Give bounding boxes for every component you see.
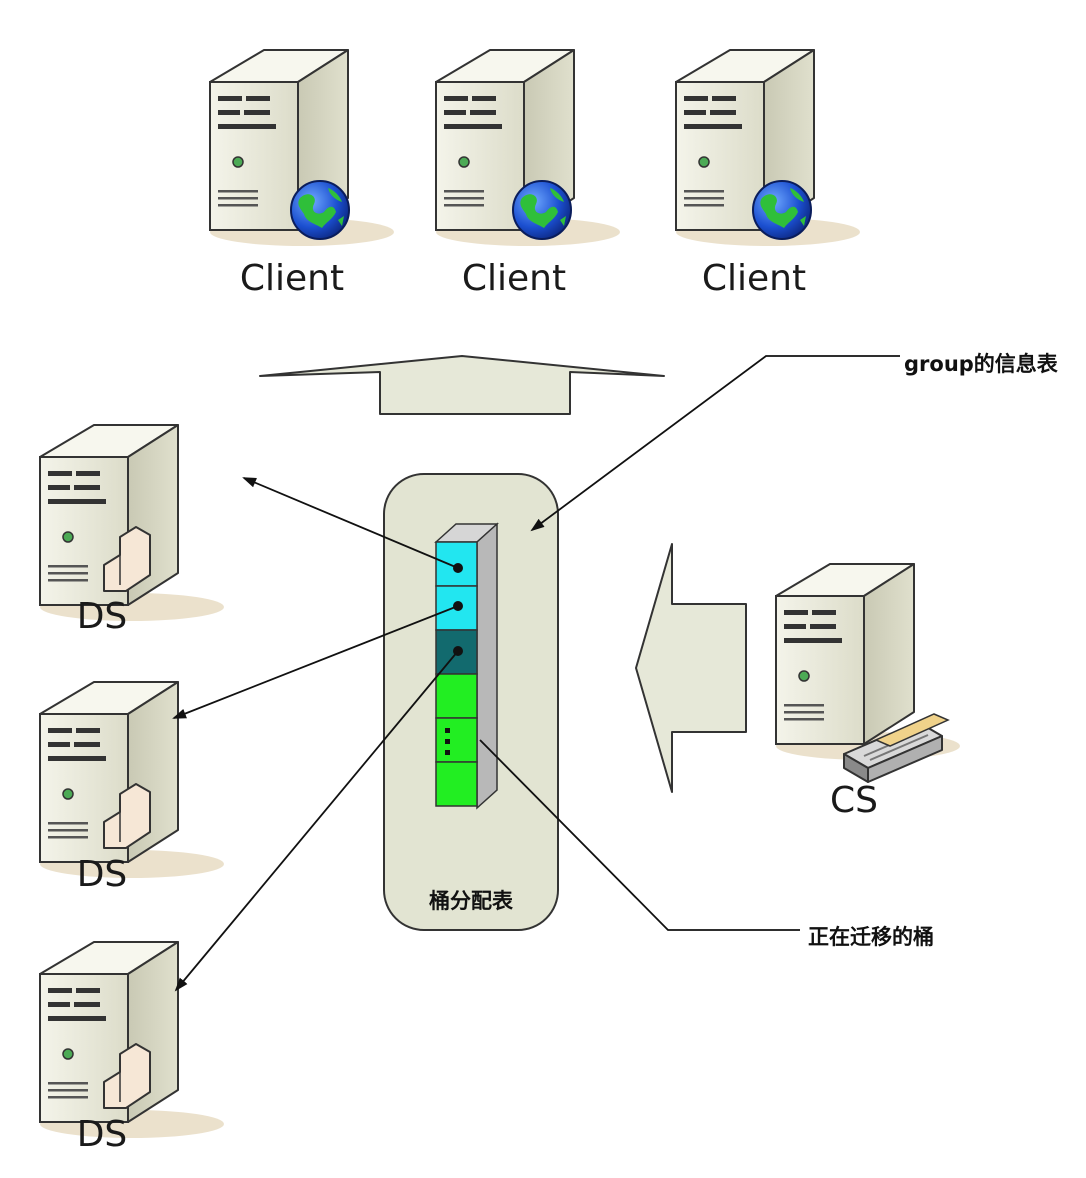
client-server-1 [209,49,395,247]
data-server-3 [39,941,225,1139]
left-arrow-from-cs [635,543,747,793]
ds-label-2: DS [77,854,128,895]
ellipsis-dot [445,739,450,744]
migrating-bucket-callout: 正在迁移的桶 [808,925,934,949]
bucket-cell-normal [435,717,478,763]
pointer-arrow-to-ds-3 [174,650,459,992]
ellipsis-dot [445,728,450,733]
pointer-arrow-to-ds-1 [242,477,459,569]
cs-label: CS [830,780,878,821]
client-server-2 [435,49,621,247]
pointer-dot [453,646,463,656]
pointer-dot [453,601,463,611]
data-server-2 [39,681,225,879]
ds-label-3: DS [77,1114,128,1155]
bucket-table-caption: 桶分配表 [429,889,514,913]
client-label-1: Client [240,258,344,299]
bucket-cell-normal [435,673,478,719]
up-arrow-to-clients [259,355,665,415]
globe-icon [290,180,350,240]
pointer-dot [453,563,463,573]
ds-label-1: DS [77,596,128,637]
migrating-bucket-leader-line [479,739,800,931]
client-server-3 [675,49,861,247]
config-server [775,563,961,783]
bucket-cells [435,541,478,807]
group-info-leader-line [530,355,900,532]
server-icon [39,424,225,622]
server-icon [39,681,225,879]
bucket-cell-normal [435,761,478,807]
client-label-2: Client [462,258,566,299]
globe-icon [512,180,572,240]
client-label-3: Client [702,258,806,299]
globe-icon [752,180,812,240]
pointer-arrow-to-ds-2 [172,605,459,719]
bucket-column-side [476,522,498,810]
server-icon [39,941,225,1139]
ellipsis-dot [445,750,450,755]
data-server-1 [39,424,225,622]
group-info-callout: group的信息表 [904,352,1059,376]
